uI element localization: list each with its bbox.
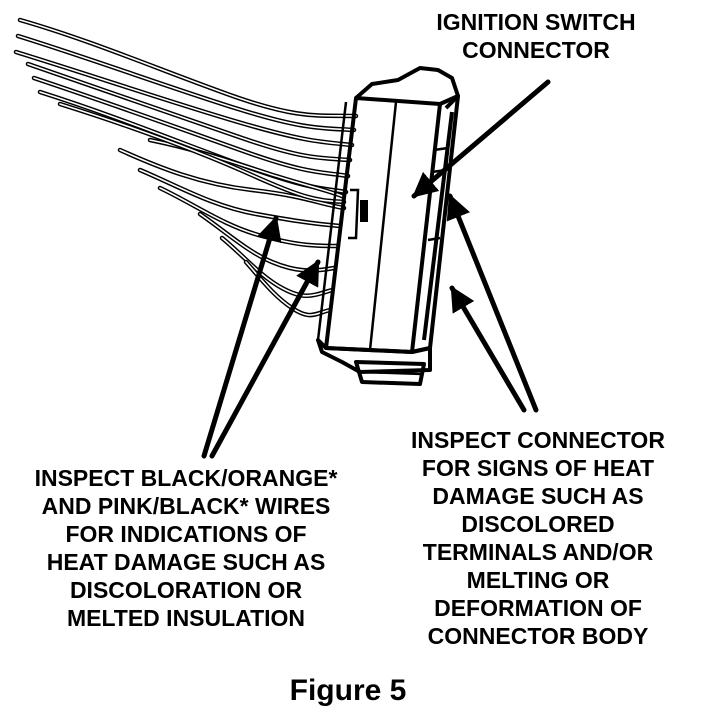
- wire-11-highlight: [221, 237, 333, 297]
- wire-arrow-left: [201, 215, 282, 459]
- connector-callout-line-5: TERMINALS AND/OR: [423, 539, 654, 565]
- connector-title-arrow: [411, 79, 551, 199]
- connector-callout-line-4: DISCOLORED: [461, 511, 614, 537]
- connector-callout-line-8: CONNECTOR BODY: [428, 623, 649, 649]
- connector-title-label: IGNITION SWITCH CONNECTOR: [436, 9, 635, 63]
- connector-callout: INSPECT CONNECTOR FOR SIGNS OF HEAT DAMA…: [411, 427, 665, 649]
- connector-arrow-upper: [446, 193, 539, 413]
- wire-arrow-right: [209, 259, 321, 459]
- ignition-switch-connector: [316, 66, 460, 386]
- wire-4-highlight: [27, 63, 351, 161]
- wire-5-highlight: [33, 77, 349, 177]
- wires-callout-line-2: AND PINK/BLACK* WIRES: [42, 493, 331, 519]
- figure-caption: Figure 5: [290, 674, 407, 707]
- wire-3-highlight: [15, 51, 353, 146]
- connector-callout-line-2: FOR SIGNS OF HEAT: [422, 455, 654, 481]
- connector-callout-line-7: DEFORMATION OF: [434, 595, 642, 621]
- wire-8-highlight: [139, 169, 341, 227]
- wires-callout-line-4: HEAT DAMAGE SUCH AS: [47, 549, 326, 575]
- wires-callout-line-3: FOR INDICATIONS OF: [65, 521, 306, 547]
- connector-callout-line-3: DAMAGE SUCH AS: [432, 483, 643, 509]
- wires-callout-line-1: INSPECT BLACK/ORANGE*: [35, 465, 338, 491]
- wire-harness: [13, 17, 359, 318]
- callout-arrows: [201, 79, 551, 459]
- connector-arrow-lower: [449, 285, 527, 413]
- wires-callout-line-5: DISCOLORATION OR: [70, 577, 303, 603]
- connector-callout-line-6: MELTING OR: [467, 567, 610, 593]
- wire-1-highlight: [19, 19, 357, 117]
- wire-2-highlight: [17, 35, 355, 131]
- connector-callout-line-1: INSPECT CONNECTOR: [411, 427, 665, 453]
- wires-callout: INSPECT BLACK/ORANGE* AND PINK/BLACK* WI…: [35, 465, 338, 631]
- wire-14-highlight: [59, 103, 345, 203]
- connector-title-line-1: IGNITION SWITCH: [436, 9, 635, 35]
- wire-7-highlight: [119, 149, 345, 209]
- wires-callout-line-6: MELTED INSULATION: [67, 605, 305, 631]
- connector-title-line-2: CONNECTOR: [462, 37, 610, 63]
